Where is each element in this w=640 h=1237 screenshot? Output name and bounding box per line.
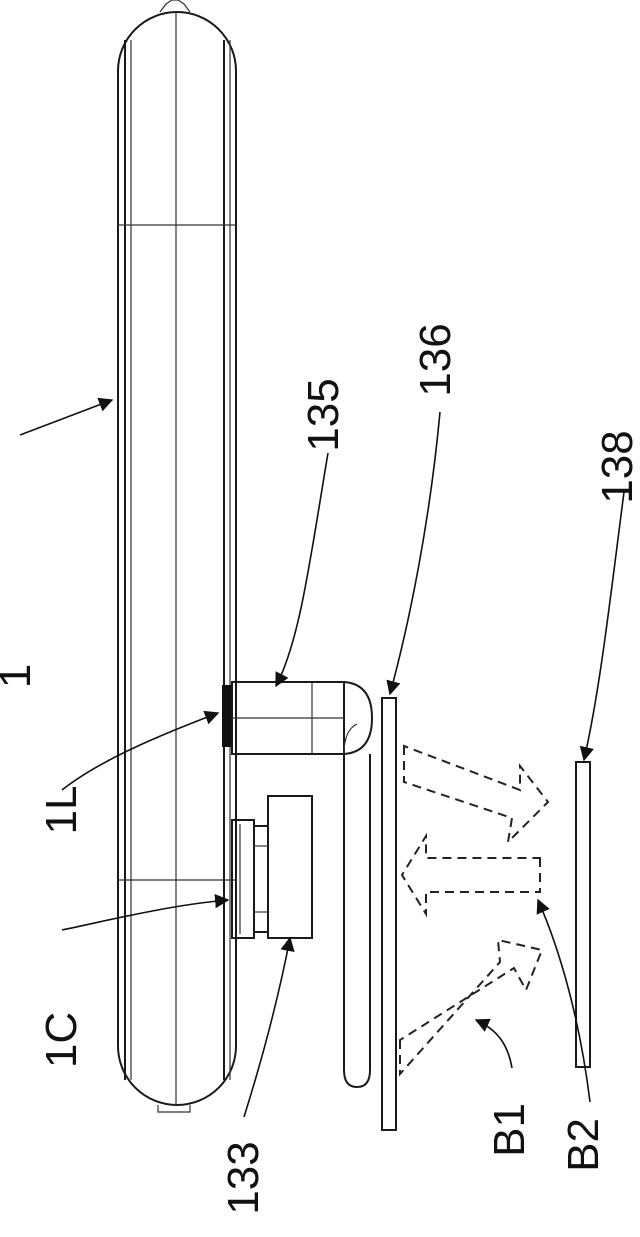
bottom-cap	[158, 1105, 190, 1112]
label-b2: B2	[559, 1118, 608, 1172]
component-133	[232, 796, 312, 938]
arrow-b1	[400, 940, 542, 1074]
label-138: 138	[593, 430, 640, 503]
pipe	[344, 724, 370, 1087]
label-136: 136	[411, 323, 460, 396]
label-135: 135	[299, 378, 348, 451]
plate-136	[382, 698, 396, 1130]
label-b1: B1	[485, 1103, 534, 1157]
label-1c: 1C	[37, 1012, 86, 1068]
leader-lines	[20, 400, 624, 1117]
labels: 1 1L 1C 135 133 136 138 B1 B2	[0, 323, 640, 1214]
label-1: 1	[0, 664, 40, 688]
main-body	[118, 0, 236, 1112]
top-cap	[160, 0, 190, 12]
l-region-strip	[222, 685, 232, 747]
label-1l: 1L	[37, 786, 86, 835]
plate-138	[576, 762, 590, 1067]
beam-arrows	[400, 746, 548, 1074]
label-133: 133	[219, 1141, 268, 1214]
arrow-b2	[402, 836, 540, 914]
arrow-reflected	[404, 746, 548, 842]
component-135	[232, 682, 372, 754]
